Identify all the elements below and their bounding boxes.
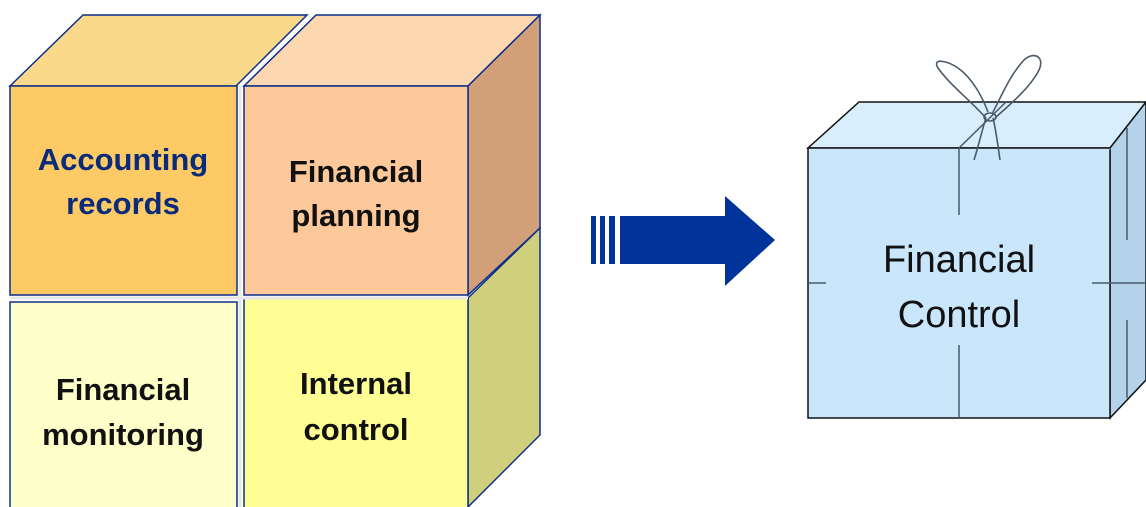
- monitoring-front-face: [9, 301, 238, 507]
- internal-front-face: [243, 297, 469, 507]
- monitoring-label-line2: monitoring: [42, 417, 204, 452]
- ribbon: [808, 101, 1146, 418]
- internal-label-line2: control: [303, 412, 408, 447]
- gift-box: Financial Control: [806, 54, 1146, 420]
- gift-label-line1: Financial: [883, 239, 1035, 281]
- block-cube: Accounting records Financial planning Fi…: [8, 13, 542, 507]
- bow-icon: [935, 54, 1042, 161]
- planning-label-line1: Financial: [289, 154, 423, 189]
- arrow-head: [620, 196, 775, 286]
- planning-label-line2: planning: [291, 198, 420, 233]
- monitoring-label-line1: Financial: [56, 372, 190, 407]
- planning-front-face: [243, 85, 469, 296]
- accounting-label-line1: Accounting: [38, 142, 209, 177]
- right-arrow: [591, 196, 775, 286]
- gift-side-face: [1109, 100, 1146, 420]
- accounting-front-face: [9, 85, 238, 296]
- arrow-tail-stripe-1: [591, 216, 596, 264]
- accounting-label-line2: records: [66, 186, 180, 221]
- gift-label-line2: Control: [898, 294, 1021, 336]
- arrow-tail-stripe-3: [609, 216, 615, 264]
- internal-label-line1: Internal: [300, 366, 412, 401]
- arrow-tail-stripe-2: [600, 216, 605, 264]
